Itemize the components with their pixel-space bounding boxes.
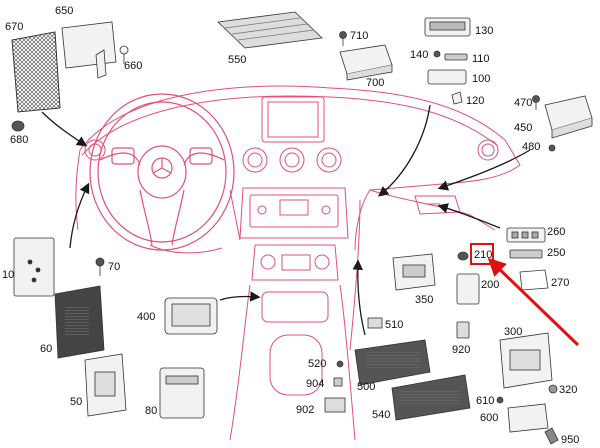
dashboard-outline bbox=[75, 85, 521, 441]
label-120: 120 bbox=[466, 95, 484, 107]
part-300 bbox=[499, 332, 553, 389]
label-670: 670 bbox=[5, 21, 23, 33]
label-100: 100 bbox=[472, 73, 490, 85]
part-60 bbox=[54, 285, 105, 359]
label-610: 610 bbox=[476, 395, 494, 407]
part-610 bbox=[496, 396, 504, 404]
part-320 bbox=[548, 384, 558, 394]
part-540 bbox=[391, 374, 471, 421]
part-140 bbox=[433, 50, 441, 58]
label-650: 650 bbox=[55, 5, 73, 17]
label-902: 902 bbox=[296, 404, 314, 416]
part-660 bbox=[119, 45, 129, 64]
label-10: 10 bbox=[2, 269, 14, 281]
part-210 bbox=[457, 251, 469, 261]
part-700 bbox=[339, 44, 393, 81]
label-130: 130 bbox=[475, 25, 493, 37]
label-470: 470 bbox=[514, 97, 532, 109]
components bbox=[11, 11, 593, 445]
part-400 bbox=[164, 297, 218, 335]
label-540: 540 bbox=[372, 409, 390, 421]
part-550 bbox=[217, 11, 323, 49]
label-950: 950 bbox=[561, 434, 579, 446]
part-250 bbox=[509, 249, 543, 259]
label-480: 480 bbox=[522, 141, 540, 153]
label-50: 50 bbox=[70, 396, 82, 408]
label-700: 700 bbox=[366, 77, 384, 89]
part-350 bbox=[392, 253, 436, 291]
label-210: 210 bbox=[474, 249, 492, 261]
part-50 bbox=[84, 353, 127, 417]
part-270 bbox=[519, 269, 549, 291]
part-510 bbox=[367, 317, 383, 329]
part-450 bbox=[544, 95, 593, 139]
part-950 bbox=[544, 427, 559, 445]
label-270: 270 bbox=[551, 277, 569, 289]
part-10 bbox=[13, 237, 55, 297]
label-680: 680 bbox=[10, 134, 28, 146]
label-920: 920 bbox=[452, 344, 470, 356]
label-250: 250 bbox=[547, 247, 565, 259]
part-500 bbox=[354, 339, 431, 386]
part-710 bbox=[339, 31, 347, 46]
part-200 bbox=[456, 273, 480, 305]
part-260 bbox=[506, 227, 546, 243]
part-902 bbox=[324, 397, 346, 413]
part-904 bbox=[333, 377, 343, 387]
part-100 bbox=[427, 69, 467, 85]
label-400: 400 bbox=[137, 311, 155, 323]
label-710: 710 bbox=[350, 30, 368, 42]
part-120 bbox=[451, 91, 463, 105]
pointer-arrows bbox=[41, 104, 531, 336]
label-80: 80 bbox=[145, 405, 157, 417]
part-920 bbox=[456, 321, 470, 339]
label-320: 320 bbox=[559, 384, 577, 396]
label-450: 450 bbox=[514, 122, 532, 134]
label-600: 600 bbox=[480, 412, 498, 424]
part-680 bbox=[11, 120, 25, 132]
label-550: 550 bbox=[228, 54, 246, 66]
label-200: 200 bbox=[481, 279, 499, 291]
part-480 bbox=[548, 144, 556, 152]
highlight-210 bbox=[470, 243, 580, 347]
label-260: 260 bbox=[547, 226, 565, 238]
part-130 bbox=[424, 17, 471, 37]
label-660: 660 bbox=[124, 60, 142, 72]
part-470 bbox=[532, 95, 540, 110]
part-110 bbox=[444, 53, 468, 61]
label-140: 140 bbox=[410, 49, 428, 61]
label-350: 350 bbox=[415, 294, 433, 306]
part-670 bbox=[11, 31, 61, 113]
part-650 bbox=[61, 21, 117, 79]
label-110: 110 bbox=[472, 53, 490, 65]
part-80 bbox=[159, 367, 205, 419]
steering-wheel-outline bbox=[89, 93, 235, 251]
part-600 bbox=[507, 403, 549, 433]
label-510: 510 bbox=[385, 319, 403, 331]
label-500: 500 bbox=[357, 381, 375, 393]
label-300: 300 bbox=[504, 326, 522, 338]
label-60: 60 bbox=[40, 343, 52, 355]
label-904: 904 bbox=[306, 378, 324, 390]
part-520 bbox=[336, 360, 344, 368]
label-70: 70 bbox=[108, 261, 120, 273]
part-labels: 670 650 660 680 550 710 700 130 140 110 … bbox=[2, 5, 579, 446]
part-70 bbox=[95, 257, 105, 276]
label-520: 520 bbox=[308, 358, 326, 370]
